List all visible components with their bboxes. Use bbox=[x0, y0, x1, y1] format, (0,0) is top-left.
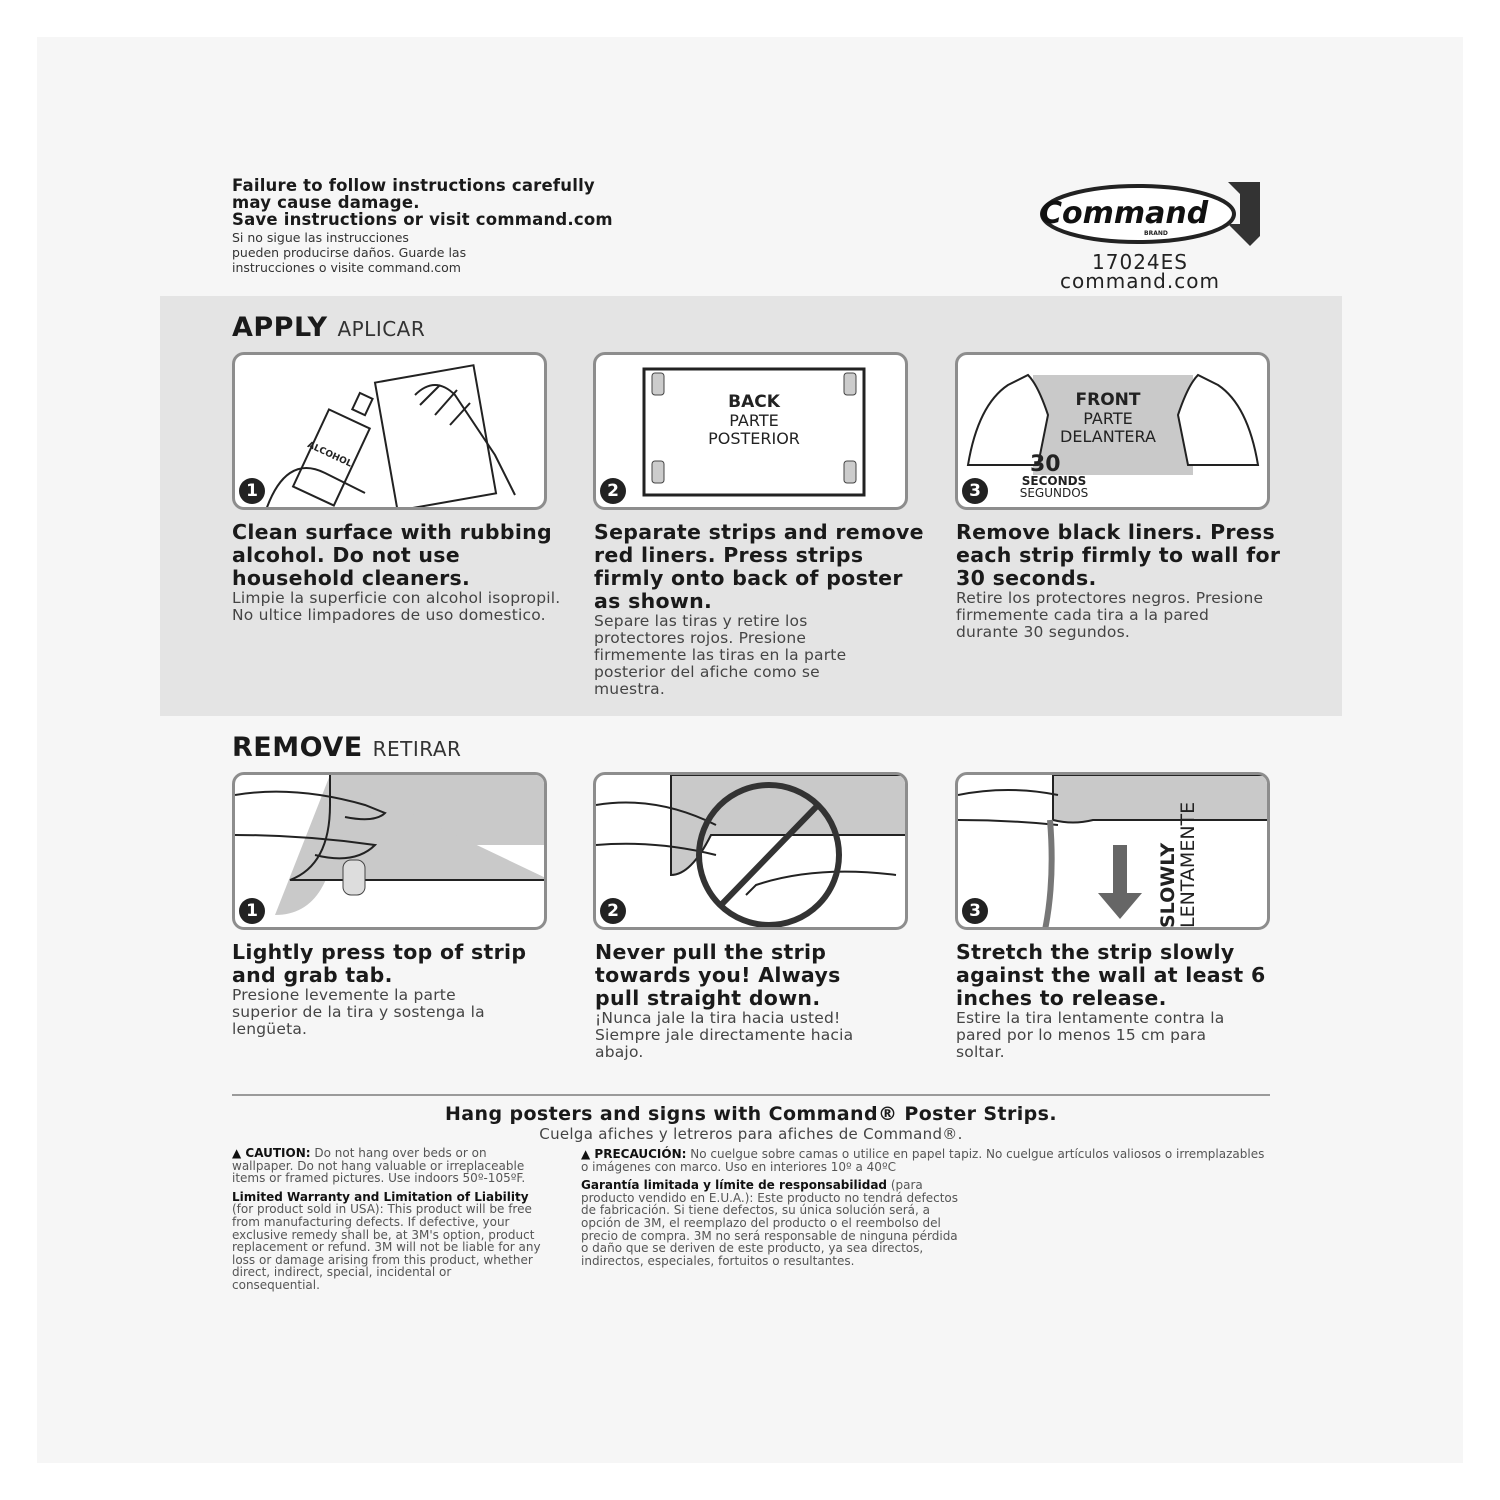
remove-step-1: Lightly press top of strip and grab tab.… bbox=[232, 941, 562, 1038]
warning-triangle-icon: ▲ bbox=[581, 1147, 595, 1161]
apply-title: APPLY APLICAR bbox=[232, 312, 425, 343]
product-code: 17024ES bbox=[1092, 250, 1188, 274]
svg-text:Command: Command bbox=[1040, 196, 1209, 231]
remove-title: REMOVE RETIRAR bbox=[232, 732, 461, 763]
step-heading: Clean surface with rubbing alcohol. Do n… bbox=[232, 520, 553, 590]
apply-title-es: APLICAR bbox=[337, 317, 426, 341]
remove-step-3-illustration: SLOWLY LENTAMENTE 3 bbox=[955, 772, 1270, 930]
slowly-label-es: LENTAMENTE bbox=[1177, 801, 1199, 928]
warranty-text: (for product sold in USA): This product … bbox=[232, 1202, 541, 1292]
prohibited-icon bbox=[696, 782, 842, 927]
step-heading: Remove black liners. Press each strip fi… bbox=[956, 520, 1281, 590]
step-number-badge: 3 bbox=[962, 898, 988, 924]
divider bbox=[232, 1094, 1270, 1096]
garantia-text: (para producto vendido en E.U.A.): Este … bbox=[581, 1178, 958, 1268]
step-spanish: Limpie la superficie con alcohol isoprop… bbox=[232, 589, 561, 624]
step-number-badge: 1 bbox=[239, 478, 265, 504]
step-spanish: Retire los protectores negros. Presione … bbox=[956, 589, 1264, 641]
back-label-es: PARTE POSTERIOR bbox=[708, 411, 800, 448]
front-label: FRONT bbox=[1075, 390, 1141, 410]
warning-line: may cause damage. bbox=[232, 193, 420, 212]
instruction-sheet bbox=[37, 37, 1463, 1463]
warning-es-line: Si no sigue las instrucciones bbox=[232, 230, 409, 245]
step-heading: Separate strips and remove red liners. P… bbox=[594, 520, 924, 613]
apply-step-3: Remove black liners. Press each strip fi… bbox=[956, 521, 1286, 641]
website: command.com bbox=[1060, 269, 1220, 293]
step-number-badge: 2 bbox=[600, 898, 626, 924]
apply-step-2-illustration: BACK PARTE POSTERIOR 2 bbox=[593, 352, 908, 510]
remove-title-en: REMOVE bbox=[232, 732, 363, 763]
remove-title-es: RETIRAR bbox=[372, 737, 462, 761]
step-number-badge: 3 bbox=[962, 478, 988, 504]
caution-en: ▲ CAUTION: Do not hang over beds or on w… bbox=[232, 1147, 542, 1292]
step-heading: Lightly press top of strip and grab tab. bbox=[232, 940, 527, 987]
warning-es-line: instrucciones o visite command.com bbox=[232, 260, 461, 275]
warning-line: Save instructions or visit command.com bbox=[232, 210, 613, 229]
back-label: BACK bbox=[728, 392, 780, 412]
step-spanish: Separe las tiras y retire los protectore… bbox=[594, 612, 847, 698]
warranty-label: Limited Warranty and Limitation of Liabi… bbox=[232, 1189, 529, 1204]
step-spanish: ¡Nunca jale la tira hacia usted! Siempre… bbox=[595, 1009, 854, 1061]
apply-step-1: Clean surface with rubbing alcohol. Do n… bbox=[232, 521, 562, 624]
timer-unit-es: SEGUNDOS bbox=[1019, 486, 1089, 500]
step-number-badge: 2 bbox=[600, 478, 626, 504]
front-label-es: PARTE DELANTERA bbox=[1060, 409, 1156, 446]
warning-notice: Failure to follow instructions carefully… bbox=[232, 177, 613, 275]
precaucion-label: PRECAUCIÓN: bbox=[594, 1147, 687, 1161]
apply-title-en: APPLY bbox=[232, 312, 328, 343]
apply-step-1-illustration: ALCOHOL 1 bbox=[232, 352, 547, 510]
tagline: Hang posters and signs with Command® Pos… bbox=[445, 1103, 1057, 1125]
apply-step-2: Separate strips and remove red liners. P… bbox=[594, 521, 924, 698]
warning-spanish: Si no sigue las instrucciones pueden pro… bbox=[232, 230, 613, 275]
timer-value: 30 bbox=[1030, 452, 1061, 477]
caution-es: ▲ PRECAUCIÓN: No cuelgue sobre camas o u… bbox=[581, 1148, 1271, 1267]
step-spanish: Presione levemente la parte superior de … bbox=[232, 986, 485, 1038]
step-spanish: Estire la tira lentamente contra la pare… bbox=[956, 1009, 1225, 1061]
warning-line: Failure to follow instructions carefully bbox=[232, 176, 595, 195]
remove-step-2: Never pull the strip towards you! Always… bbox=[595, 941, 925, 1061]
warning-triangle-icon: ▲ bbox=[232, 1146, 246, 1160]
step-number-badge: 1 bbox=[239, 898, 265, 924]
caution-text: Do not hang over beds or on wallpaper. D… bbox=[232, 1146, 526, 1186]
step-heading: Stretch the strip slowly against the wal… bbox=[956, 940, 1266, 1010]
down-arrow-icon bbox=[1113, 845, 1127, 895]
command-logo: Command BRAND bbox=[1020, 178, 1274, 248]
remove-step-1-illustration: 1 bbox=[232, 772, 547, 930]
caution-label: CAUTION: bbox=[245, 1146, 311, 1160]
tagline-es: Cuelga afiches y letreros para afiches d… bbox=[539, 1125, 963, 1143]
remove-step-3: Stretch the strip slowly against the wal… bbox=[956, 941, 1286, 1061]
precaucion-text: No cuelgue sobre camas o utilice en pape… bbox=[581, 1147, 1265, 1174]
garantia-label: Garantía limitada y límite de responsabi… bbox=[581, 1178, 887, 1193]
apply-step-3-illustration: FRONT PARTE DELANTERA 30 SECONDS SEGUNDO… bbox=[955, 352, 1270, 510]
timer-unit: SECONDS bbox=[1021, 474, 1087, 488]
slowly-label: SLOWLY bbox=[1157, 842, 1179, 928]
remove-step-2-illustration: 2 bbox=[593, 772, 908, 930]
step-heading: Never pull the strip towards you! Always… bbox=[595, 940, 841, 1010]
svg-text:BRAND: BRAND bbox=[1144, 230, 1168, 237]
warning-es-line: pueden producirse daños. Guarde las bbox=[232, 245, 467, 260]
